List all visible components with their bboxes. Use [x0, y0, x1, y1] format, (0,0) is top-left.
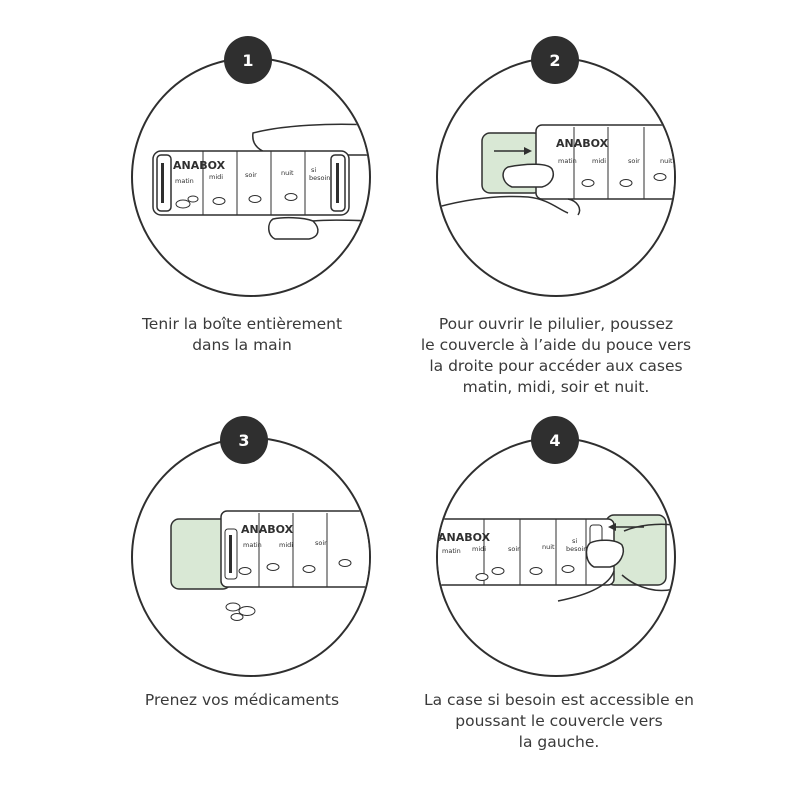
compartment-label: matin: [175, 177, 194, 185]
step-4-illustration: ANABOX matin midi soir nuit si besoin: [436, 437, 676, 677]
pill: [238, 606, 256, 616]
compartment-label: besoin: [566, 545, 587, 553]
pillbox-pills-illustration: ANABOX matin midi soir: [170, 510, 369, 621]
step-caption: Tenir la boîte entièrement dans la main: [141, 315, 343, 354]
brand-label: ANABOX: [241, 523, 294, 536]
compartment-label: soir: [628, 157, 640, 165]
pill: [230, 613, 244, 621]
step-number-badge: 3: [220, 416, 268, 464]
brand-label: ANABOX: [556, 137, 609, 150]
compartment-label: midi: [209, 173, 223, 181]
compartment-label: nuit: [281, 169, 294, 177]
compartment-label: matin: [558, 157, 577, 165]
pillbox-open-illustration: ANABOX matin midi soir nuit: [438, 124, 674, 216]
compartment-label: nuit: [542, 543, 555, 551]
pill: [225, 602, 241, 612]
brand-label: ANABOX: [173, 159, 226, 172]
pillbox-body: [535, 124, 674, 200]
pillbox-body: [152, 150, 350, 216]
compartment-label: midi: [592, 157, 606, 165]
compartment-label: matin: [442, 547, 461, 555]
brand-label: ANABOX: [438, 531, 491, 544]
step-number-badge: 1: [224, 36, 272, 84]
step-2-illustration: ANABOX matin midi soir nuit: [436, 57, 676, 297]
compartment-label: soir: [315, 539, 327, 547]
step-caption: Pour ouvrir le pilulier, poussez le couv…: [420, 315, 692, 396]
step-caption: Prenez vos médicaments: [144, 691, 340, 709]
step-number-badge: 4: [531, 416, 579, 464]
compartment-label: si: [572, 537, 577, 545]
compartment-label: matin: [243, 541, 262, 549]
pillbox-body: [220, 510, 369, 588]
step-number-badge: 2: [531, 36, 579, 84]
compartment-label: midi: [279, 541, 293, 549]
compartment-label: si: [311, 166, 316, 174]
compartment-label: soir: [508, 545, 520, 553]
compartment-label: midi: [472, 545, 486, 553]
step-1-illustration: ANABOX matin midi soir nuit si besoin: [131, 57, 371, 297]
pillbox-siBesoin-illustration: ANABOX matin midi soir nuit si besoin: [438, 514, 674, 602]
compartment-label: besoin: [309, 174, 330, 182]
pillbox-hand-illustration: ANABOX matin midi soir nuit si besoin: [152, 123, 369, 240]
compartment-label: soir: [245, 171, 257, 179]
step-caption: La case si besoin est accessible en pous…: [423, 691, 695, 751]
compartment-label: nuit: [660, 157, 673, 165]
step-3-illustration: ANABOX matin midi soir: [131, 437, 371, 677]
